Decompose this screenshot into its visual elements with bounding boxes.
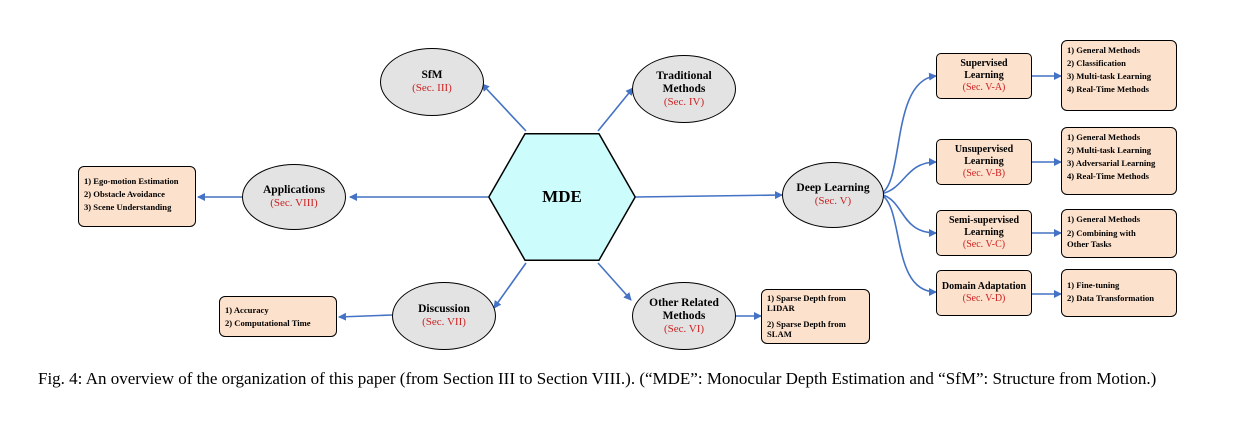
list-item: 1) General Methods xyxy=(1067,214,1141,224)
node-sfm-section: (Sec. III) xyxy=(412,82,452,94)
arrow-to-deep-learning xyxy=(635,191,783,200)
node-applications-section: (Sec. VIII) xyxy=(270,197,318,209)
branch-section: (Sec. V-C) xyxy=(962,239,1006,250)
branch-title: Domain Adaptation xyxy=(941,281,1027,292)
branch-semi-supervised: Semi-supervised Learning (Sec. V-C) xyxy=(936,210,1032,256)
branch-title: Unsupervised Learning xyxy=(954,144,1014,167)
list-domain-adaptation: 1) Fine-tuning 2) Data Transformation xyxy=(1061,269,1177,317)
list-item: 3) Scene Understanding xyxy=(84,202,172,212)
arrow-to-domain-adaptation xyxy=(879,193,937,296)
list-item: 3) Adversarial Learning xyxy=(1067,158,1156,168)
node-discussion: Discussion (Sec. VII) xyxy=(392,282,496,350)
arrow-to-other-related xyxy=(597,262,632,301)
list-item: 1) Fine-tuning xyxy=(1067,280,1120,290)
list-other-related: 1) Sparse Depth from LIDAR 2) Sparse Dep… xyxy=(761,289,870,344)
list-item: 1) Accuracy xyxy=(225,305,269,315)
arrow-to-supervised xyxy=(879,72,937,195)
branch-section: (Sec. V-A) xyxy=(962,82,1006,93)
list-item: 2) Combining with Other Tasks xyxy=(1067,228,1136,249)
list-item: 4) Real-Time Methods xyxy=(1067,84,1149,94)
node-other-related-title: Other Related Methods xyxy=(649,296,719,322)
list-applications: 1) Ego-motion Estimation 2) Obstacle Avo… xyxy=(78,166,196,227)
branch-domain-adaptation: Domain Adaptation (Sec. V-D) xyxy=(936,270,1032,316)
node-applications-title: Applications xyxy=(263,184,325,196)
list-item: 2) Obstacle Avoidance xyxy=(84,189,165,199)
node-traditional-section: (Sec. IV) xyxy=(663,95,705,108)
center-label: MDE xyxy=(542,187,582,206)
list-item: 2) Multi-task Learning xyxy=(1067,145,1152,155)
list-item: 2) Classification xyxy=(1067,58,1126,68)
branch-section: (Sec. V-B) xyxy=(962,168,1006,179)
branch-section: (Sec. V-D) xyxy=(962,293,1006,304)
center-hexagon-border xyxy=(488,133,636,261)
list-supervised: 1) General Methods 2) Classification 3) … xyxy=(1061,40,1177,111)
list-item: 2) Sparse Depth from SLAM xyxy=(767,319,846,339)
figure-caption: Fig. 4: An overview of the organization … xyxy=(38,369,1157,388)
list-item: 1) Ego-motion Estimation xyxy=(84,176,179,186)
list-item: 1) Sparse Depth from LIDAR xyxy=(767,293,846,313)
node-other-related-section: (Sec. VI) xyxy=(663,322,705,335)
arrow-to-unsupervised xyxy=(879,158,937,195)
node-traditional-title: Traditional Methods xyxy=(656,69,712,95)
arrow-to-discussion xyxy=(493,262,527,309)
node-discussion-title: Discussion xyxy=(418,303,470,315)
list-item: 1) General Methods xyxy=(1067,132,1141,142)
node-sfm: SfM (Sec. III) xyxy=(380,48,484,116)
arrow-to-semi-supervised xyxy=(879,193,937,237)
branch-title: Supervised Learning xyxy=(960,58,1008,81)
list-item: 2) Computational Time xyxy=(225,318,311,328)
list-discussion: 1) Accuracy 2) Computational Time xyxy=(219,296,337,337)
arrow-to-sfm xyxy=(481,83,527,132)
node-traditional: Traditional Methods (Sec. IV) xyxy=(632,55,736,123)
node-deep-learning-section: (Sec. V) xyxy=(814,195,852,207)
list-item: 1) General Methods xyxy=(1067,45,1141,55)
node-applications: Applications (Sec. VIII) xyxy=(242,164,346,230)
node-discussion-section: (Sec. VII) xyxy=(422,316,466,328)
list-semi-supervised: 1) General Methods 2) Combining with Oth… xyxy=(1061,209,1177,258)
arrow-to-traditional xyxy=(597,87,634,132)
arrow-discussion-list xyxy=(338,312,393,321)
list-item: 2) Data Transformation xyxy=(1067,293,1155,303)
node-other-related: Other Related Methods (Sec. VI) xyxy=(632,282,736,350)
node-deep-learning-title: Deep Learning xyxy=(796,182,870,194)
branch-unsupervised: Unsupervised Learning (Sec. V-B) xyxy=(936,139,1032,185)
branch-supervised: Supervised Learning (Sec. V-A) xyxy=(936,53,1032,99)
node-sfm-title: SfM xyxy=(421,69,443,81)
list-unsupervised: 1) General Methods 2) Multi-task Learnin… xyxy=(1061,127,1177,195)
node-deep-learning: Deep Learning (Sec. V) xyxy=(782,162,884,228)
list-item: 3) Multi-task Learning xyxy=(1067,71,1152,81)
branch-title: Semi-supervised Learning xyxy=(949,215,1019,238)
list-item: 4) Real-Time Methods xyxy=(1067,171,1149,181)
